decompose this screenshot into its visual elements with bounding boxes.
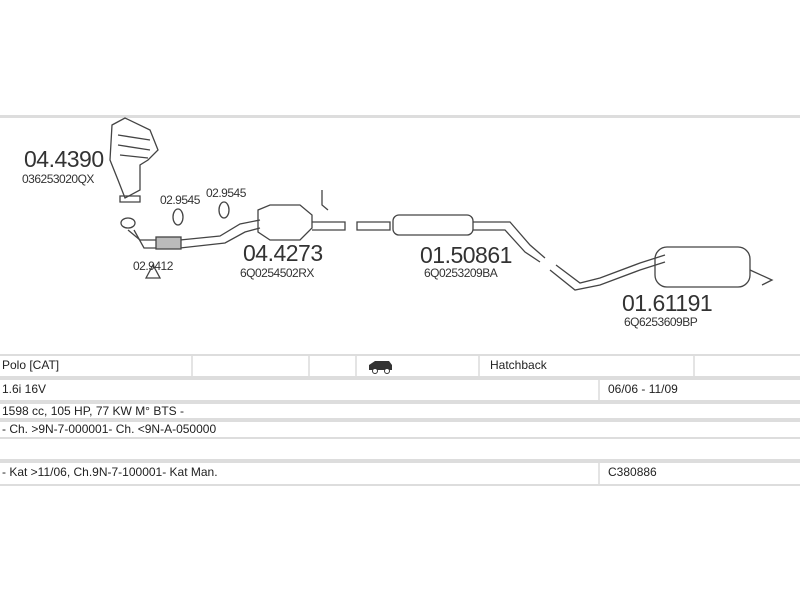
- engine-cell: 1.6i 16V: [0, 380, 600, 400]
- part-number[interactable]: 01.50861: [420, 242, 512, 268]
- empty-cell: [695, 356, 800, 376]
- part-number[interactable]: 02.9545: [206, 186, 246, 200]
- years-cell: 06/06 - 11/09: [608, 382, 678, 396]
- model-cell: Polo [CAT]: [0, 356, 193, 376]
- front-pipe-drawing: [127, 190, 346, 250]
- empty-cell: [193, 356, 310, 376]
- specs-cell: 1598 cc, 105 HP, 77 KW M° BTS -: [2, 404, 184, 418]
- chassis-cell: - Ch. >9N-7-000001- Ch. <9N-A-050000: [2, 422, 217, 436]
- manifold-catalyst-drawing: [109, 117, 159, 203]
- part-number[interactable]: 01.61191: [622, 290, 713, 316]
- part-number[interactable]: 02.9412: [133, 259, 173, 273]
- oem-number: 6Q6253609BP: [624, 315, 698, 329]
- table-row: - Kat >11/06, Ch.9N-7-100001- Kat Man. C…: [0, 461, 800, 486]
- oem-number: 6Q0253209BA: [424, 266, 498, 280]
- exhaust-diagram: [109, 117, 774, 291]
- part-number[interactable]: 04.4390: [24, 146, 104, 172]
- middle-muffler-drawing: [356, 214, 546, 263]
- oem-number: 6Q0254502RX: [240, 266, 314, 280]
- body-type-cell: Hatchback: [480, 356, 695, 376]
- empty-cell: [310, 356, 357, 376]
- code-cell: C380886: [608, 465, 657, 479]
- top-divider: [0, 115, 800, 118]
- rear-muffler-drawing: [549, 246, 774, 291]
- table-row: 1.6i 16V 06/06 - 11/09: [0, 378, 800, 402]
- table-row: - Ch. >9N-7-000001- Ch. <9N-A-050000: [0, 420, 800, 439]
- part-number[interactable]: 04.4273: [243, 240, 323, 266]
- oem-number: 036253020QX: [22, 172, 94, 186]
- table-row: 1598 cc, 105 HP, 77 KW M° BTS -: [0, 402, 800, 420]
- note-cell: - Kat >11/06, Ch.9N-7-100001- Kat Man.: [0, 463, 600, 484]
- part-number[interactable]: 02.9545: [160, 193, 200, 207]
- table-row: Polo [CAT] Hatchback: [0, 354, 800, 378]
- gasket-drawing: [120, 201, 230, 279]
- table-row-empty: [0, 439, 800, 461]
- car-icon: [357, 356, 480, 376]
